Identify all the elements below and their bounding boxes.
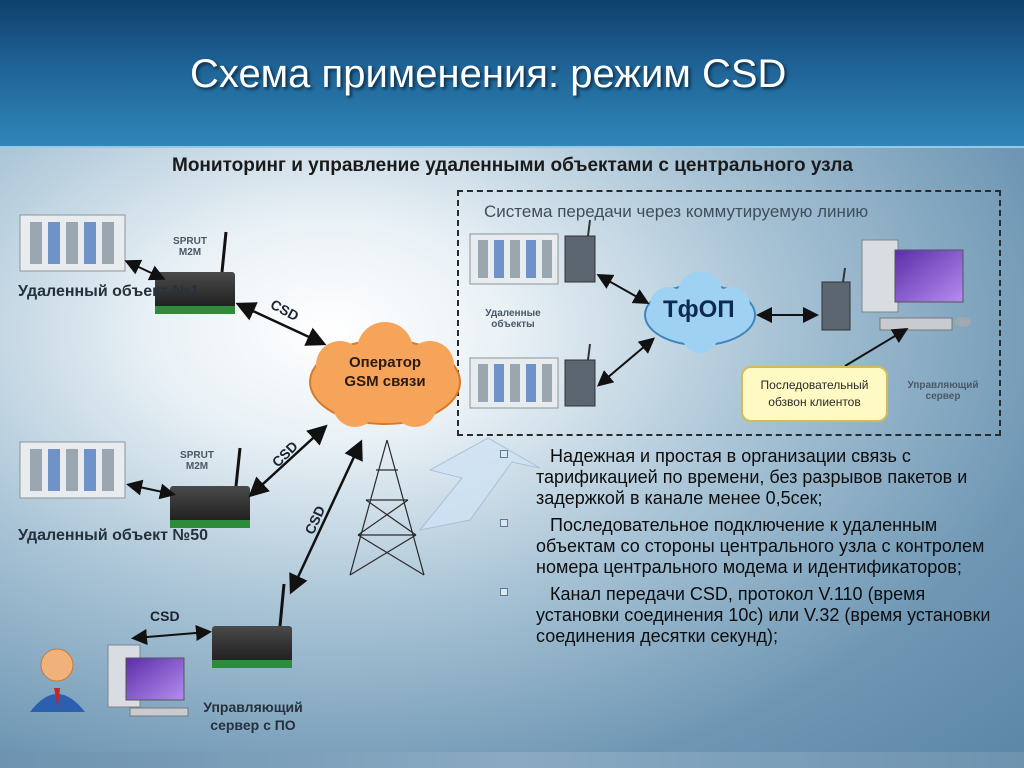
bullet-marker-icon [500,519,508,527]
link-modem50-gsm [248,424,328,498]
remote-object-50-label: Удаленный объект №50 [18,527,209,544]
feature-list: Надежная и простая в организации связь с… [496,446,996,653]
pstn-remote-objects-label: Удаленные объекты [485,308,541,330]
list-item: Последовательное подключение к удаленным… [496,515,996,578]
header-bar [0,0,1024,148]
gsm-tower-icon [349,439,425,576]
remote-object-50-controller-icon [19,441,126,499]
list-item: Надежная и простая в организации связь с… [496,446,996,509]
pstn-modem-1-icon [564,219,596,283]
csd-label-4: CSD [150,608,180,624]
link-modem1-gsm [235,302,327,346]
sprut-modem-1-icon [155,231,235,314]
link-rack50-modem50 [126,479,176,500]
page-title: Схема применения: режим CSD [190,52,787,96]
page-subtitle: Мониторинг и управление удаленными объек… [172,155,853,176]
link-rack1-modem1 [124,259,166,281]
server-workstation-icon [107,644,189,717]
pstn-system-box [457,190,1001,436]
link-pstn-modem2-cloud [596,337,656,387]
pstn-remote-controller-1-icon [469,233,559,285]
modem-1-label: SPRUT M2M [173,236,207,258]
remote-object-1-controller-icon [19,214,126,272]
pstn-system-title: Система передачи через коммутируемую лин… [484,202,869,221]
modem-50-label: SPRUT M2M [180,450,214,472]
pstn-modem-2-icon [564,343,596,407]
remote-object-1-label: Удаленный объект №1 [18,283,200,300]
link-callout-server [844,327,909,367]
pstn-server-pc-icon [861,239,971,331]
operator-user-icon [30,648,85,712]
sequential-dialing-callout: Последовательный обзвон клиентов [741,366,888,422]
bullet-marker-icon [500,588,508,596]
sprut-modem-50-icon [170,447,250,528]
pstn-remote-controller-2-icon [469,357,559,409]
link-pc-modem [131,625,212,645]
list-item: Канал передачи CSD, протокол V.110 (врем… [496,584,996,647]
pointer-arrow [418,437,541,531]
link-pstn-modem1-cloud [596,274,650,304]
server-software-label: Управляющий сервер с ПО [203,699,303,733]
link-server-modem-gsm [289,439,363,595]
sprut-modem-server-icon [212,583,292,668]
pstn-cloud-label: ТфОП [663,296,735,323]
pstn-cloud [644,271,756,353]
gsm-operator-cloud [309,322,461,427]
bullet-marker-icon [500,450,508,458]
pstn-server-label: Управляющий сервер [907,380,979,402]
gsm-operator-label: Оператор GSM связи [344,354,426,390]
footer-strip [0,752,1024,768]
pstn-server-modem-icon [821,267,851,331]
